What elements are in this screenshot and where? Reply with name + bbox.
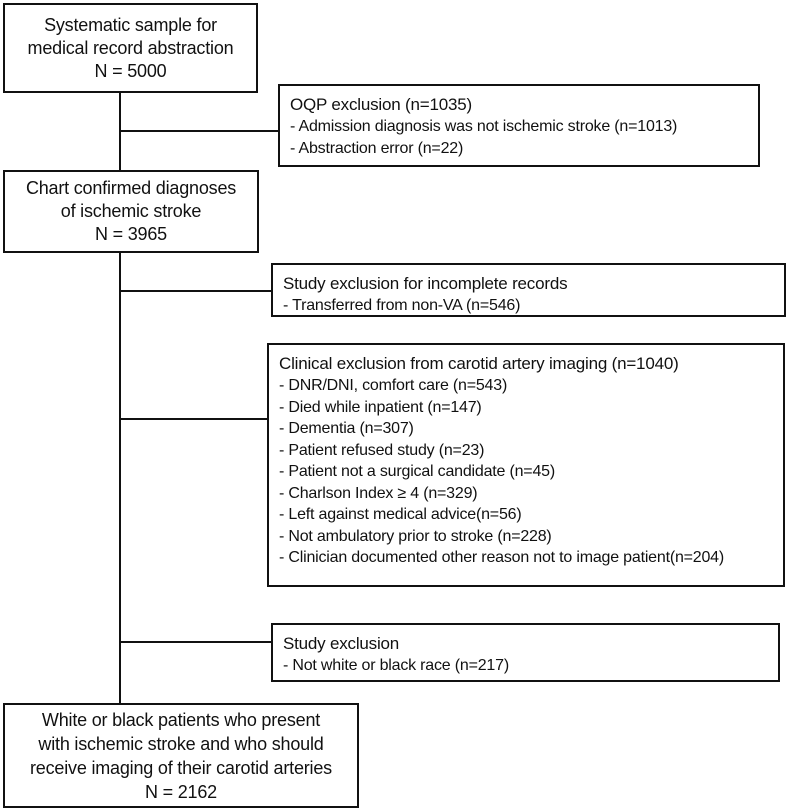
box-line: with ischemic stroke and who should — [38, 733, 324, 754]
box-line: N = 3965 — [95, 224, 167, 244]
box-incomplete-records-exclusion: Study exclusion for incomplete records -… — [271, 263, 786, 317]
box-title: OQP exclusion (n=1035) — [290, 95, 472, 114]
list-item: - Abstraction error (n=22) — [290, 139, 464, 157]
connector-branch-clinical-exclusion — [120, 418, 267, 420]
list-item: - Not white or black race (n=217) — [283, 657, 509, 674]
connector-branch-incomplete-records — [120, 290, 271, 292]
box-race-exclusion: Study exclusion - Not white or black rac… — [271, 623, 780, 682]
box-line: receive imaging of their carotid arterie… — [30, 757, 332, 778]
box-final-cohort: White or black patients who present with… — [3, 703, 359, 808]
list-item: - Charlson Index ≥ 4 (n=329) — [279, 484, 478, 502]
box-line: N = 5000 — [94, 60, 167, 81]
box-oqp-exclusion: OQP exclusion (n=1035) - Admission diagn… — [278, 84, 760, 167]
list-item: - Not ambulatory prior to stroke (n=228) — [279, 527, 552, 545]
list-item: - Patient refused study (n=23) — [279, 441, 485, 459]
box-line: Chart confirmed diagnoses — [25, 178, 237, 198]
list-item: - Transferred from non-VA (n=546) — [283, 297, 521, 314]
connector-branch-race-exclusion — [120, 641, 271, 643]
box-line: medical record abstraction — [27, 37, 234, 58]
box-title: Study exclusion — [283, 634, 400, 653]
box-line: White or black patients who present — [41, 709, 321, 730]
box-systematic-sample: Systematic sample for medical record abs… — [3, 3, 258, 93]
box-line: of ischemic stroke — [60, 201, 202, 221]
connector-vertical-bottom — [119, 253, 121, 703]
list-item: - Admission diagnosis was not ischemic s… — [290, 118, 678, 135]
box-chart-confirmed-diagnoses: Chart confirmed diagnoses of ischemic st… — [3, 170, 259, 253]
list-item: - Left against medical advice(n=56) — [279, 506, 522, 523]
box-title: Study exclusion for incomplete records — [283, 274, 568, 293]
list-item: - Dementia (n=307) — [279, 420, 414, 437]
box-line: N = 2162 — [145, 781, 217, 802]
list-item: - Clinician documented other reason not … — [279, 549, 725, 566]
list-item: - Died while inpatient (n=147) — [279, 398, 482, 416]
list-item: - DNR/DNI, comfort care (n=543) — [279, 377, 508, 394]
box-clinical-exclusion: Clinical exclusion from carotid artery i… — [267, 343, 785, 587]
connector-branch-oqp — [120, 130, 278, 132]
list-item: - Patient not a surgical candidate (n=45… — [279, 463, 555, 480]
box-title: Clinical exclusion from carotid artery i… — [279, 354, 679, 373]
box-line: Systematic sample for — [44, 14, 217, 35]
